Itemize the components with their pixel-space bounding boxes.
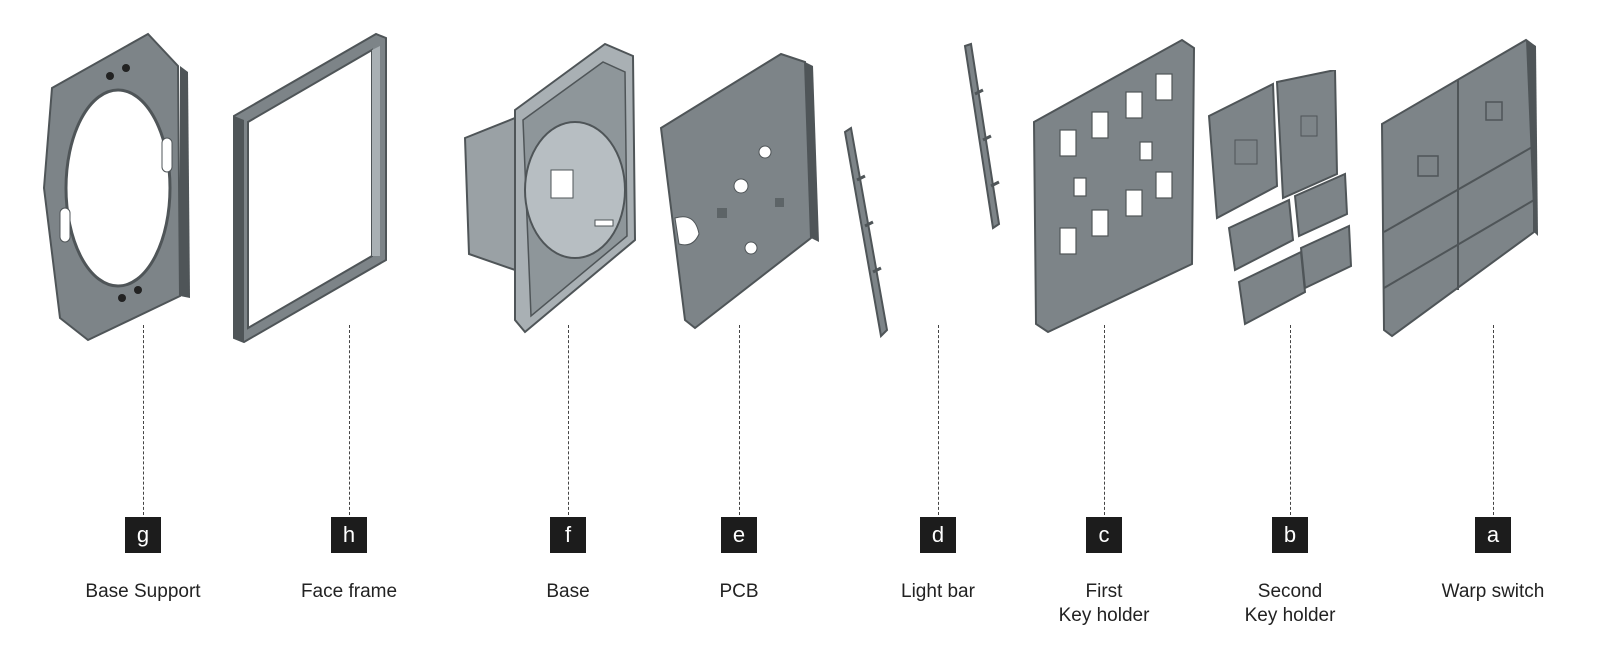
leader-line-e bbox=[739, 325, 740, 520]
badge-b: b bbox=[1272, 517, 1308, 553]
base-part bbox=[463, 42, 637, 334]
leader-line-h bbox=[349, 325, 350, 520]
label-face-frame: Face frame bbox=[249, 580, 449, 604]
label-second-key-holder: Second Key holder bbox=[1190, 580, 1390, 628]
leader-line-g bbox=[143, 325, 144, 520]
first-key-holder-part bbox=[1032, 38, 1196, 334]
light-bar-part bbox=[843, 42, 1001, 339]
badge-e: e bbox=[721, 517, 757, 553]
badge-d: d bbox=[920, 517, 956, 553]
badge-h: h bbox=[331, 517, 367, 553]
label-base-support: Base Support bbox=[43, 580, 243, 604]
leader-line-b bbox=[1290, 325, 1291, 520]
leader-line-d bbox=[938, 325, 939, 520]
label-line: PCB bbox=[719, 581, 759, 602]
face-frame-part bbox=[233, 32, 387, 344]
leader-line-a bbox=[1493, 325, 1494, 520]
badge-a: a bbox=[1475, 517, 1511, 553]
badge-f: f bbox=[550, 517, 586, 553]
badge-c: c bbox=[1086, 517, 1122, 553]
label-line: Base bbox=[546, 581, 590, 602]
second-key-holder-part bbox=[1207, 70, 1353, 326]
badge-g: g bbox=[125, 517, 161, 553]
label-line: Base Support bbox=[85, 581, 201, 602]
label-line: First bbox=[1085, 581, 1123, 602]
label-light-bar: Light bar bbox=[838, 580, 1038, 604]
label-line: Key holder bbox=[1244, 605, 1336, 626]
label-line: Warp switch bbox=[1441, 581, 1545, 602]
label-base: Base bbox=[468, 580, 668, 604]
label-line: Face frame bbox=[300, 581, 398, 602]
label-line: Second bbox=[1257, 581, 1323, 602]
label-line: Light bar bbox=[901, 581, 975, 602]
warp-switch-part bbox=[1380, 38, 1538, 338]
label-first-key-holder: First Key holder bbox=[1004, 580, 1204, 628]
leader-line-f bbox=[568, 325, 569, 520]
label-pcb: PCB bbox=[639, 580, 839, 604]
leader-line-c bbox=[1104, 325, 1105, 520]
label-warp-switch: Warp switch bbox=[1393, 580, 1593, 604]
label-line: Key holder bbox=[1058, 605, 1150, 626]
base-support-part bbox=[42, 32, 190, 342]
pcb-part bbox=[659, 52, 819, 330]
